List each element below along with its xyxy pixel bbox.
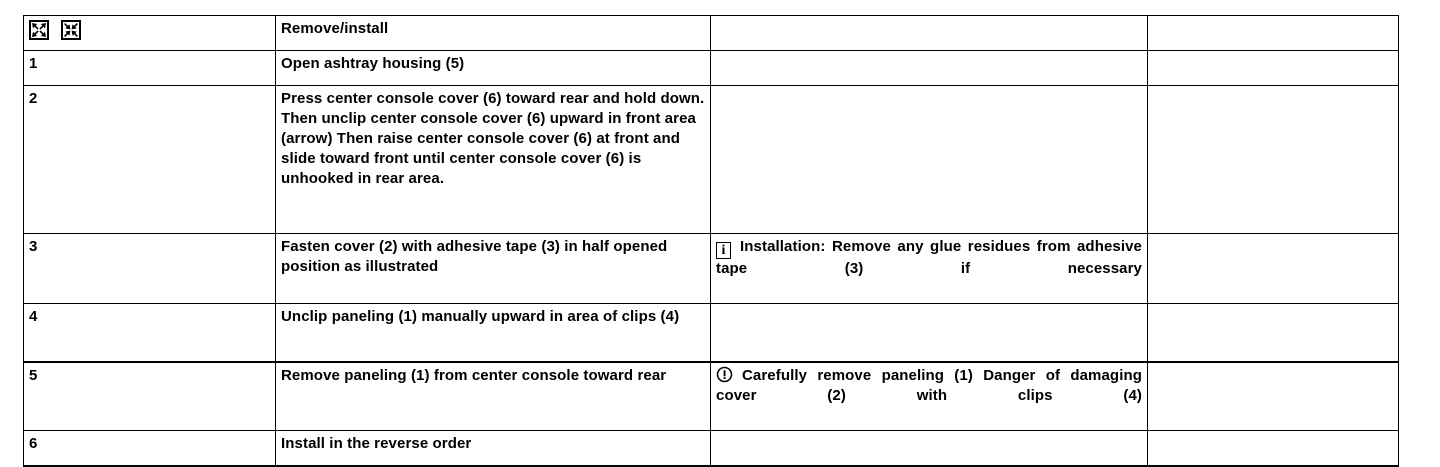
extra-cell (1147, 85, 1399, 234)
note-cell (710, 85, 1148, 234)
work-cell: Press center console cover (6) toward re… (275, 85, 711, 234)
arrows-outward-icon (29, 20, 49, 40)
table-row: 5 Remove paneling (1) from center consol… (23, 361, 1399, 431)
work-cell: Remove paneling (1) from center console … (275, 361, 711, 431)
step-number: 4 (23, 303, 276, 363)
table-row: 4 Unclip paneling (1) manually upward in… (23, 303, 1399, 363)
note-text: Installation: Remove any glue residues f… (716, 238, 1142, 277)
step-number: 3 (23, 233, 276, 304)
work-cell: Remove/install (275, 15, 711, 51)
table-row-header: Remove/install (23, 15, 1399, 51)
work-cell: Unclip paneling (1) manually upward in a… (275, 303, 711, 363)
table-row: 2 Press center console cover (6) toward … (23, 85, 1399, 234)
document-page: Remove/install 1 Open ashtray housing (5… (23, 15, 1399, 467)
table-row: 1 Open ashtray housing (5) (23, 50, 1399, 86)
header-icons-cell (23, 15, 276, 51)
note-text: Carefully remove paneling (1) Danger of … (716, 367, 1142, 404)
note-text-block: Carefully remove paneling (1) Danger of … (716, 366, 1142, 426)
table-row: 3 Fasten cover (2) with adhesive tape (3… (23, 233, 1399, 304)
work-cell: Install in the reverse order (275, 430, 711, 467)
extra-cell (1147, 303, 1399, 363)
header-icons (29, 19, 270, 40)
note-cell (710, 303, 1148, 363)
step-number: 2 (23, 85, 276, 234)
note-cell (710, 430, 1148, 467)
step-number: 1 (23, 50, 276, 86)
note-cell (710, 50, 1148, 86)
info-i-icon: i (716, 242, 731, 259)
arrows-inward-icon (61, 20, 81, 40)
extra-cell (1147, 361, 1399, 431)
extra-cell (1147, 430, 1399, 467)
note-cell: Carefully remove paneling (1) Danger of … (710, 361, 1148, 431)
extra-cell (1147, 50, 1399, 86)
warning-exclamation-circle-icon (716, 366, 733, 383)
work-cell: Fasten cover (2) with adhesive tape (3) … (275, 233, 711, 304)
step-number: 6 (23, 430, 276, 467)
note-cell (710, 15, 1148, 51)
extra-cell (1147, 233, 1399, 304)
table-row: 6 Install in the reverse order (23, 430, 1399, 467)
step-number: 5 (23, 361, 276, 431)
procedure-table: Remove/install 1 Open ashtray housing (5… (23, 15, 1399, 467)
work-cell: Open ashtray housing (5) (275, 50, 711, 86)
extra-cell (1147, 15, 1399, 51)
